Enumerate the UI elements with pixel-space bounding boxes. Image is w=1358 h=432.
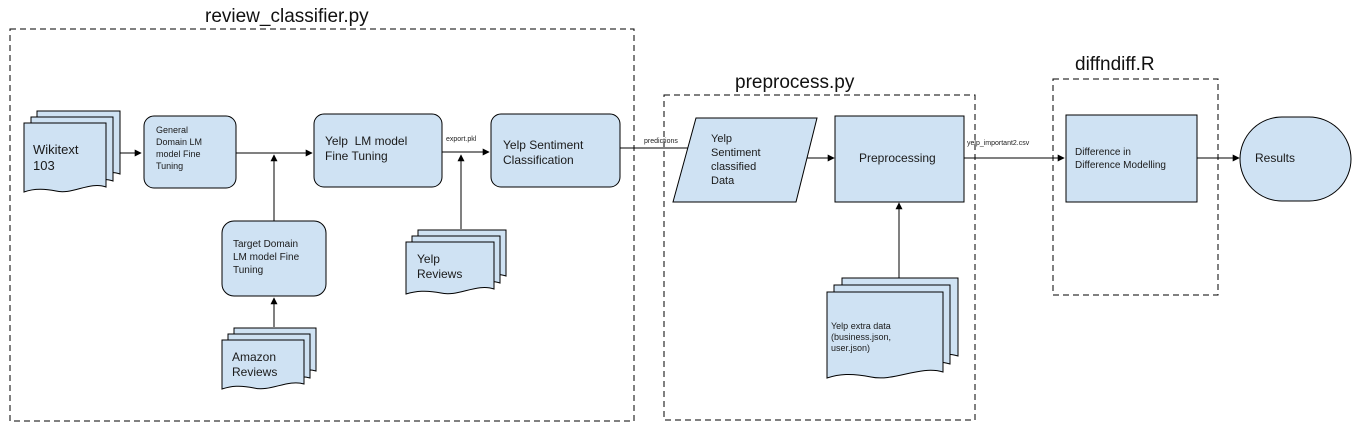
node-did-model: Difference in Difference Modelling	[1065, 114, 1198, 203]
node-extra-data: Yelp extra data (business.json, user.jso…	[826, 277, 959, 379]
edge-label-predictions: predictions	[644, 138, 678, 145]
node-yelp-sentiment-line: Classification	[503, 153, 574, 167]
node-yelp-lm-line: Fine Tuning	[325, 149, 388, 163]
node-amazon-reviews-line: Reviews	[232, 365, 277, 379]
node-extra-data-line: Yelp extra data	[831, 321, 891, 331]
node-preprocessing: Preprocessing	[834, 115, 965, 203]
node-sentiment-data-line: classified	[711, 161, 756, 173]
node-did-model-line: Difference Modelling	[1075, 160, 1166, 171]
group-diffndiff-label: diffndiff.R	[1075, 54, 1155, 75]
svg-text:Yelp Sentiment cla: Yelp Sentiment classified Data	[711, 133, 764, 187]
group-review-classifier: review_classifier.py	[9, 6, 635, 422]
node-yelp-sentiment-line: Yelp Sentiment	[503, 138, 584, 152]
node-yelp-lm: Yelp LM model Fine Tuning	[313, 113, 443, 188]
group-preprocess: preprocess.py	[663, 72, 976, 421]
svg-text:Yelp Reviews: Yelp Reviews	[417, 252, 462, 281]
svg-text:Difference in Difference: Difference in Difference Modelling	[1075, 147, 1166, 171]
node-extra-data-line: (business.json,	[831, 332, 891, 342]
group-review-classifier-label: review_classifier.py	[205, 6, 369, 27]
svg-text:Results: Results	[1255, 151, 1295, 165]
node-extra-data-line: user.json)	[831, 343, 870, 353]
svg-text:Yelp LM model Fine Tuni: Yelp LM model Fine Tuning	[325, 134, 411, 163]
node-yelp-sentiment: Yelp Sentiment Classification	[490, 113, 621, 188]
edge-label-csv: yelp_important2.csv	[967, 140, 1030, 147]
svg-text:Yelp extra data (busines: Yelp extra data (business.json, user.jso…	[831, 321, 894, 353]
edge-label-export: export.pkl	[446, 136, 477, 143]
group-preprocess-label: preprocess.py	[735, 72, 855, 93]
node-target-domain: Target Domain LM model Fine Tuning	[221, 220, 327, 297]
node-results: Results	[1239, 116, 1352, 202]
node-general-domain-line: model Fine	[156, 149, 201, 159]
node-general-domain-line: General	[156, 125, 188, 135]
svg-text:Yelp Sentiment Classific: Yelp Sentiment Classification	[503, 138, 587, 167]
node-wikitext-line: Wikitext	[33, 142, 79, 157]
node-sentiment-data-line: Data	[711, 175, 735, 187]
svg-text:Amazon Reviews: Amazon Reviews	[232, 350, 279, 379]
node-results-line: Results	[1255, 151, 1295, 165]
node-target-domain-line: Target Domain	[233, 239, 298, 250]
node-general-domain-line: Domain LM	[156, 137, 202, 147]
edges	[120, 144, 1240, 327]
node-target-domain-line: Tuning	[233, 265, 263, 276]
svg-text:Preprocessing: Preprocessing	[859, 151, 936, 165]
node-general-domain-line: Tuning	[156, 161, 183, 171]
node-sentiment-data-line: Yelp	[711, 133, 732, 145]
svg-text:General Domain LM: General Domain LM model Fine Tuning	[156, 125, 205, 171]
node-target-domain-line: LM model Fine	[233, 252, 300, 263]
node-yelp-reviews: Yelp Reviews	[405, 229, 507, 295]
node-amazon-reviews: Amazon Reviews	[221, 327, 317, 390]
group-diffndiff: diffndiff.R	[1052, 54, 1219, 296]
node-sentiment-data: Yelp Sentiment classified Data	[672, 117, 818, 203]
node-did-model-line: Difference in	[1075, 147, 1131, 158]
svg-text:Target Domain LM model F: Target Domain LM model Fine Tuning	[233, 239, 302, 276]
node-amazon-reviews-line: Amazon	[232, 350, 276, 364]
node-wikitext-line: 103	[33, 158, 55, 173]
node-general-domain: General Domain LM model Fine Tuning	[143, 115, 237, 189]
node-sentiment-data-line: Sentiment	[711, 147, 761, 159]
node-preprocessing-line: Preprocessing	[859, 151, 936, 165]
node-yelp-reviews-line: Reviews	[417, 267, 462, 281]
node-yelp-lm-line: Yelp LM model	[325, 134, 407, 148]
svg-text:Wikitext 103: Wikitext 103	[33, 142, 82, 173]
node-yelp-reviews-line: Yelp	[417, 252, 440, 266]
node-wikitext: Wikitext 103	[23, 110, 121, 193]
